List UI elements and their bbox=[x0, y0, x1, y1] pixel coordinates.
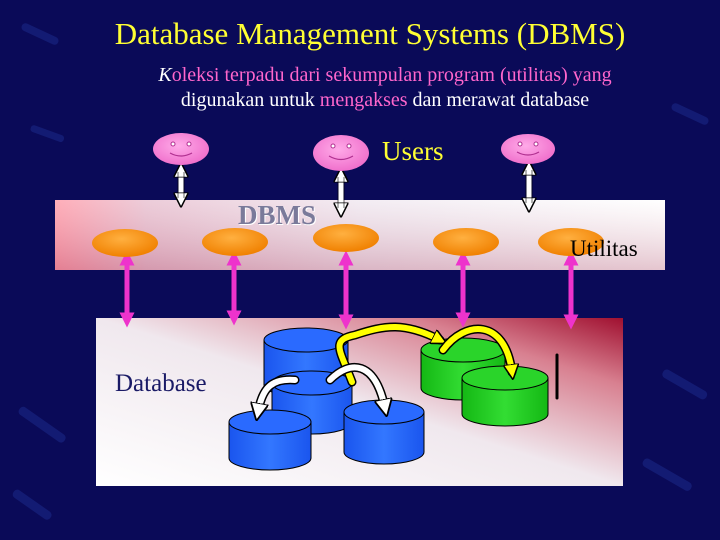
database-label: Database bbox=[115, 370, 207, 397]
decorative-streaks bbox=[12, 23, 709, 520]
user-face-2 bbox=[313, 135, 369, 171]
user-face-3 bbox=[501, 134, 555, 164]
dbms-label: DBMS bbox=[238, 200, 317, 230]
utility-2 bbox=[202, 228, 268, 256]
data-flow-arrows bbox=[258, 322, 559, 412]
utility-4 bbox=[433, 228, 499, 256]
user-arrows bbox=[181, 168, 529, 210]
utility-ellipses bbox=[92, 224, 604, 257]
db-cylinder-green-2 bbox=[461, 365, 549, 427]
users-label: Users bbox=[382, 136, 444, 166]
subtitle-line-2: digunakan untuk mengakses dan merawat da… bbox=[180, 89, 590, 111]
db-cylinder-blue-3 bbox=[228, 409, 312, 471]
utilitas-label: Utilitas bbox=[570, 236, 638, 261]
user-face-1 bbox=[153, 133, 209, 165]
utility-5 bbox=[538, 228, 604, 256]
utility-arrows bbox=[119, 250, 579, 330]
utility-1 bbox=[92, 229, 158, 257]
slide-subtitle: Koleksi terpadu dari sekumpulan program … bbox=[0, 63, 720, 113]
slide-title: Database Management Systems (DBMS) bbox=[114, 16, 626, 51]
subtitle-line-1: Koleksi terpadu dari sekumpulan program … bbox=[158, 64, 612, 86]
utility-3 bbox=[313, 224, 379, 252]
